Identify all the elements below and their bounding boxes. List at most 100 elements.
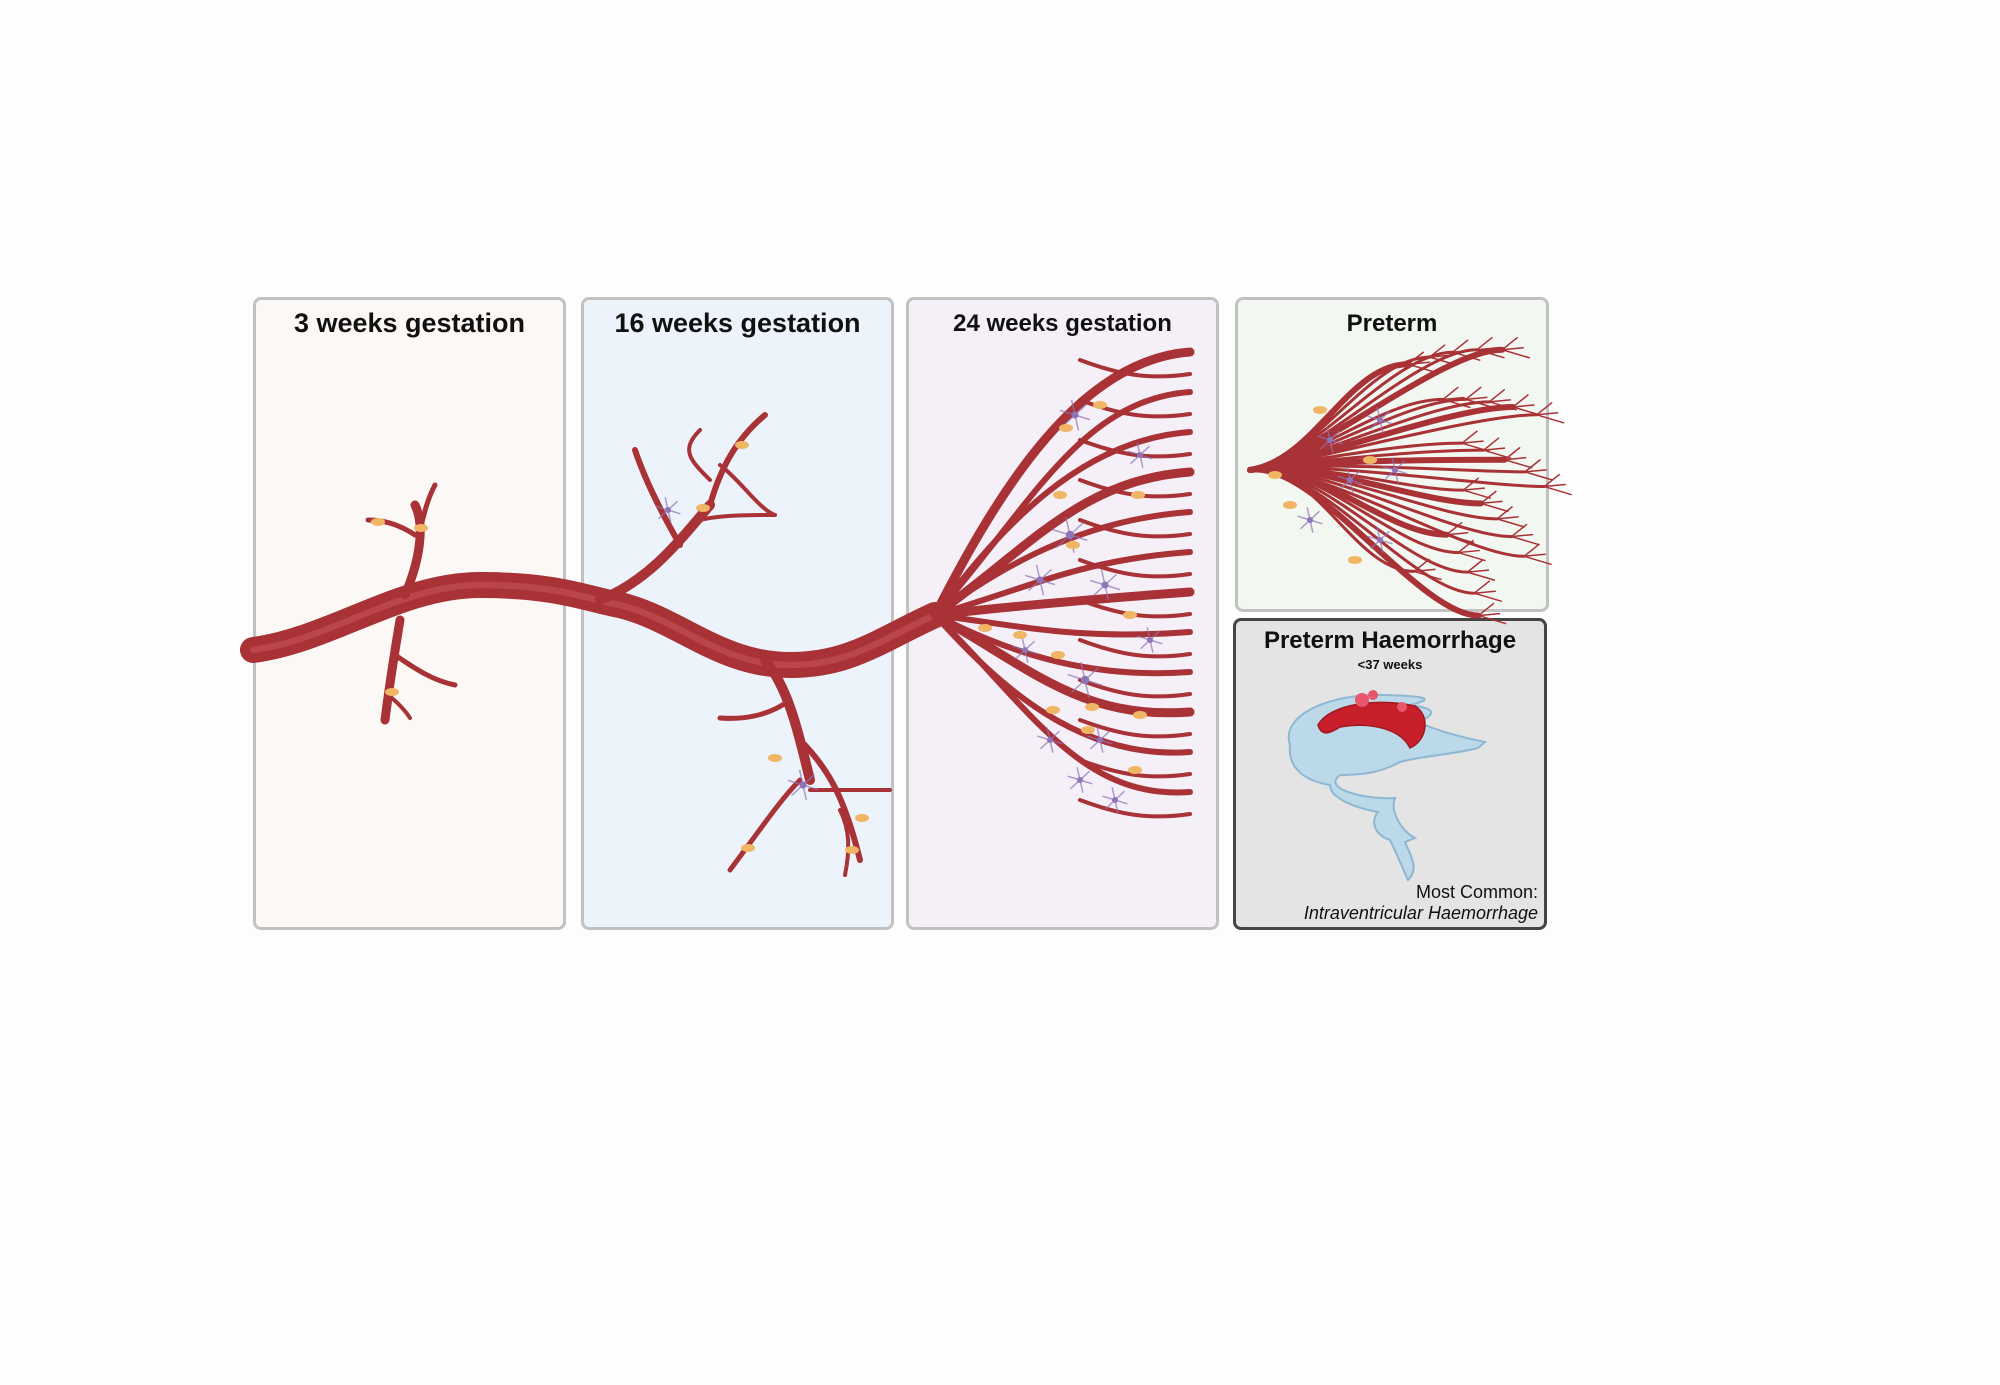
capillary	[1413, 558, 1430, 573]
ventricle-shape	[1287, 693, 1488, 882]
bleed-spot	[1397, 702, 1407, 712]
capillary	[1523, 553, 1546, 558]
capillary	[1496, 516, 1519, 520]
pericyte	[735, 441, 749, 449]
capillary	[1503, 458, 1533, 469]
panel-preterm-haemorrhage: Preterm Haemorrhage <37 weeks Most Commo…	[1233, 618, 1547, 930]
capillary	[1476, 336, 1493, 351]
vessel-branch	[632, 447, 683, 548]
vessel-branch	[392, 652, 458, 688]
vessel-branch	[687, 428, 712, 482]
capillary	[1465, 396, 1488, 401]
capillary	[1535, 402, 1553, 416]
neuron	[1102, 787, 1128, 813]
bleed-spot	[1355, 693, 1369, 707]
capillary	[1457, 549, 1480, 554]
panel-title: Preterm	[1346, 310, 1438, 337]
pericyte	[371, 518, 385, 526]
capillary	[1457, 539, 1474, 554]
capillary	[1496, 506, 1513, 520]
pericyte	[414, 524, 428, 532]
vessel-branch	[1078, 438, 1192, 459]
capillary	[1488, 399, 1511, 403]
neurons	[655, 399, 1408, 813]
vessel-branch	[717, 697, 793, 721]
pericyte	[1133, 711, 1147, 719]
capillary	[1524, 469, 1547, 473]
capillary	[1510, 533, 1534, 538]
vessel-branch	[727, 777, 803, 873]
neuron	[1089, 569, 1121, 601]
neuron	[1137, 627, 1163, 653]
vessel-branch	[930, 347, 1195, 620]
panel-title: 3 weeks gestation	[293, 308, 526, 338]
pericyte	[1123, 611, 1137, 619]
capillary	[1524, 459, 1541, 473]
capillary	[1465, 386, 1482, 401]
vessel-branch	[838, 808, 851, 877]
capillary	[1482, 449, 1512, 459]
vessel-branch	[1078, 358, 1192, 379]
capillary	[1466, 569, 1490, 573]
capillary	[1477, 612, 1501, 617]
pericyte	[845, 846, 859, 854]
pericyte	[855, 814, 869, 822]
capillary	[1480, 500, 1503, 505]
capillary	[1466, 559, 1484, 573]
vessel-branch	[707, 412, 768, 508]
capillary	[1473, 590, 1497, 594]
neuron	[1087, 727, 1113, 753]
most-common-value: Intraventricular Haemorrhage	[1303, 903, 1538, 923]
pericyte	[1059, 424, 1073, 432]
capillary	[1512, 404, 1535, 408]
capillary	[1477, 614, 1507, 625]
most-common-label: Most Common:	[1415, 882, 1538, 902]
capillary	[1510, 535, 1540, 546]
vessel-branch	[386, 693, 412, 720]
pericyte	[1013, 631, 1027, 639]
neuron	[1059, 399, 1091, 431]
neuron	[1067, 767, 1093, 793]
vessel-branch	[932, 612, 1193, 638]
capillary	[1510, 523, 1528, 538]
panel-3-weeks: 3 weeks gestation	[253, 297, 566, 930]
vessel-branch	[698, 513, 777, 522]
capillary	[1466, 571, 1496, 581]
pericyte	[1046, 706, 1060, 714]
vessel-branch	[932, 509, 1193, 618]
vessel-branch	[1078, 398, 1192, 419]
capillary	[1461, 430, 1478, 444]
capillary	[1442, 386, 1459, 401]
capillary	[1482, 437, 1500, 451]
pericyte	[1085, 703, 1099, 711]
capillary	[1413, 568, 1436, 573]
neuron	[1367, 407, 1393, 433]
pericyte	[1313, 406, 1327, 414]
vessel-branch	[760, 655, 815, 785]
vessel-branch	[1078, 758, 1192, 779]
capillary	[1496, 518, 1525, 528]
pericyte	[1066, 541, 1080, 549]
pericytes	[371, 401, 1377, 854]
vessel-branch	[932, 549, 1193, 618]
neuron	[1297, 507, 1323, 533]
vessel-branch	[1078, 718, 1192, 739]
vessel-branch	[417, 482, 438, 533]
neuron	[1012, 637, 1038, 663]
capillary	[1543, 473, 1561, 488]
vessel-branch	[930, 587, 1195, 620]
capillary	[1482, 447, 1506, 451]
pericyte	[978, 624, 992, 632]
pericyte	[741, 844, 755, 852]
capillary	[1462, 487, 1486, 491]
capillary	[1503, 456, 1527, 461]
capillary	[1462, 477, 1480, 491]
pericyte	[1051, 651, 1065, 659]
capillary	[1488, 389, 1505, 403]
panel-title: 24 weeks gestation	[953, 310, 1172, 337]
brain-ventricle-illustration	[1287, 690, 1488, 882]
capillary	[1461, 440, 1484, 444]
pericyte	[1363, 456, 1377, 464]
vessel-branch	[400, 500, 425, 600]
